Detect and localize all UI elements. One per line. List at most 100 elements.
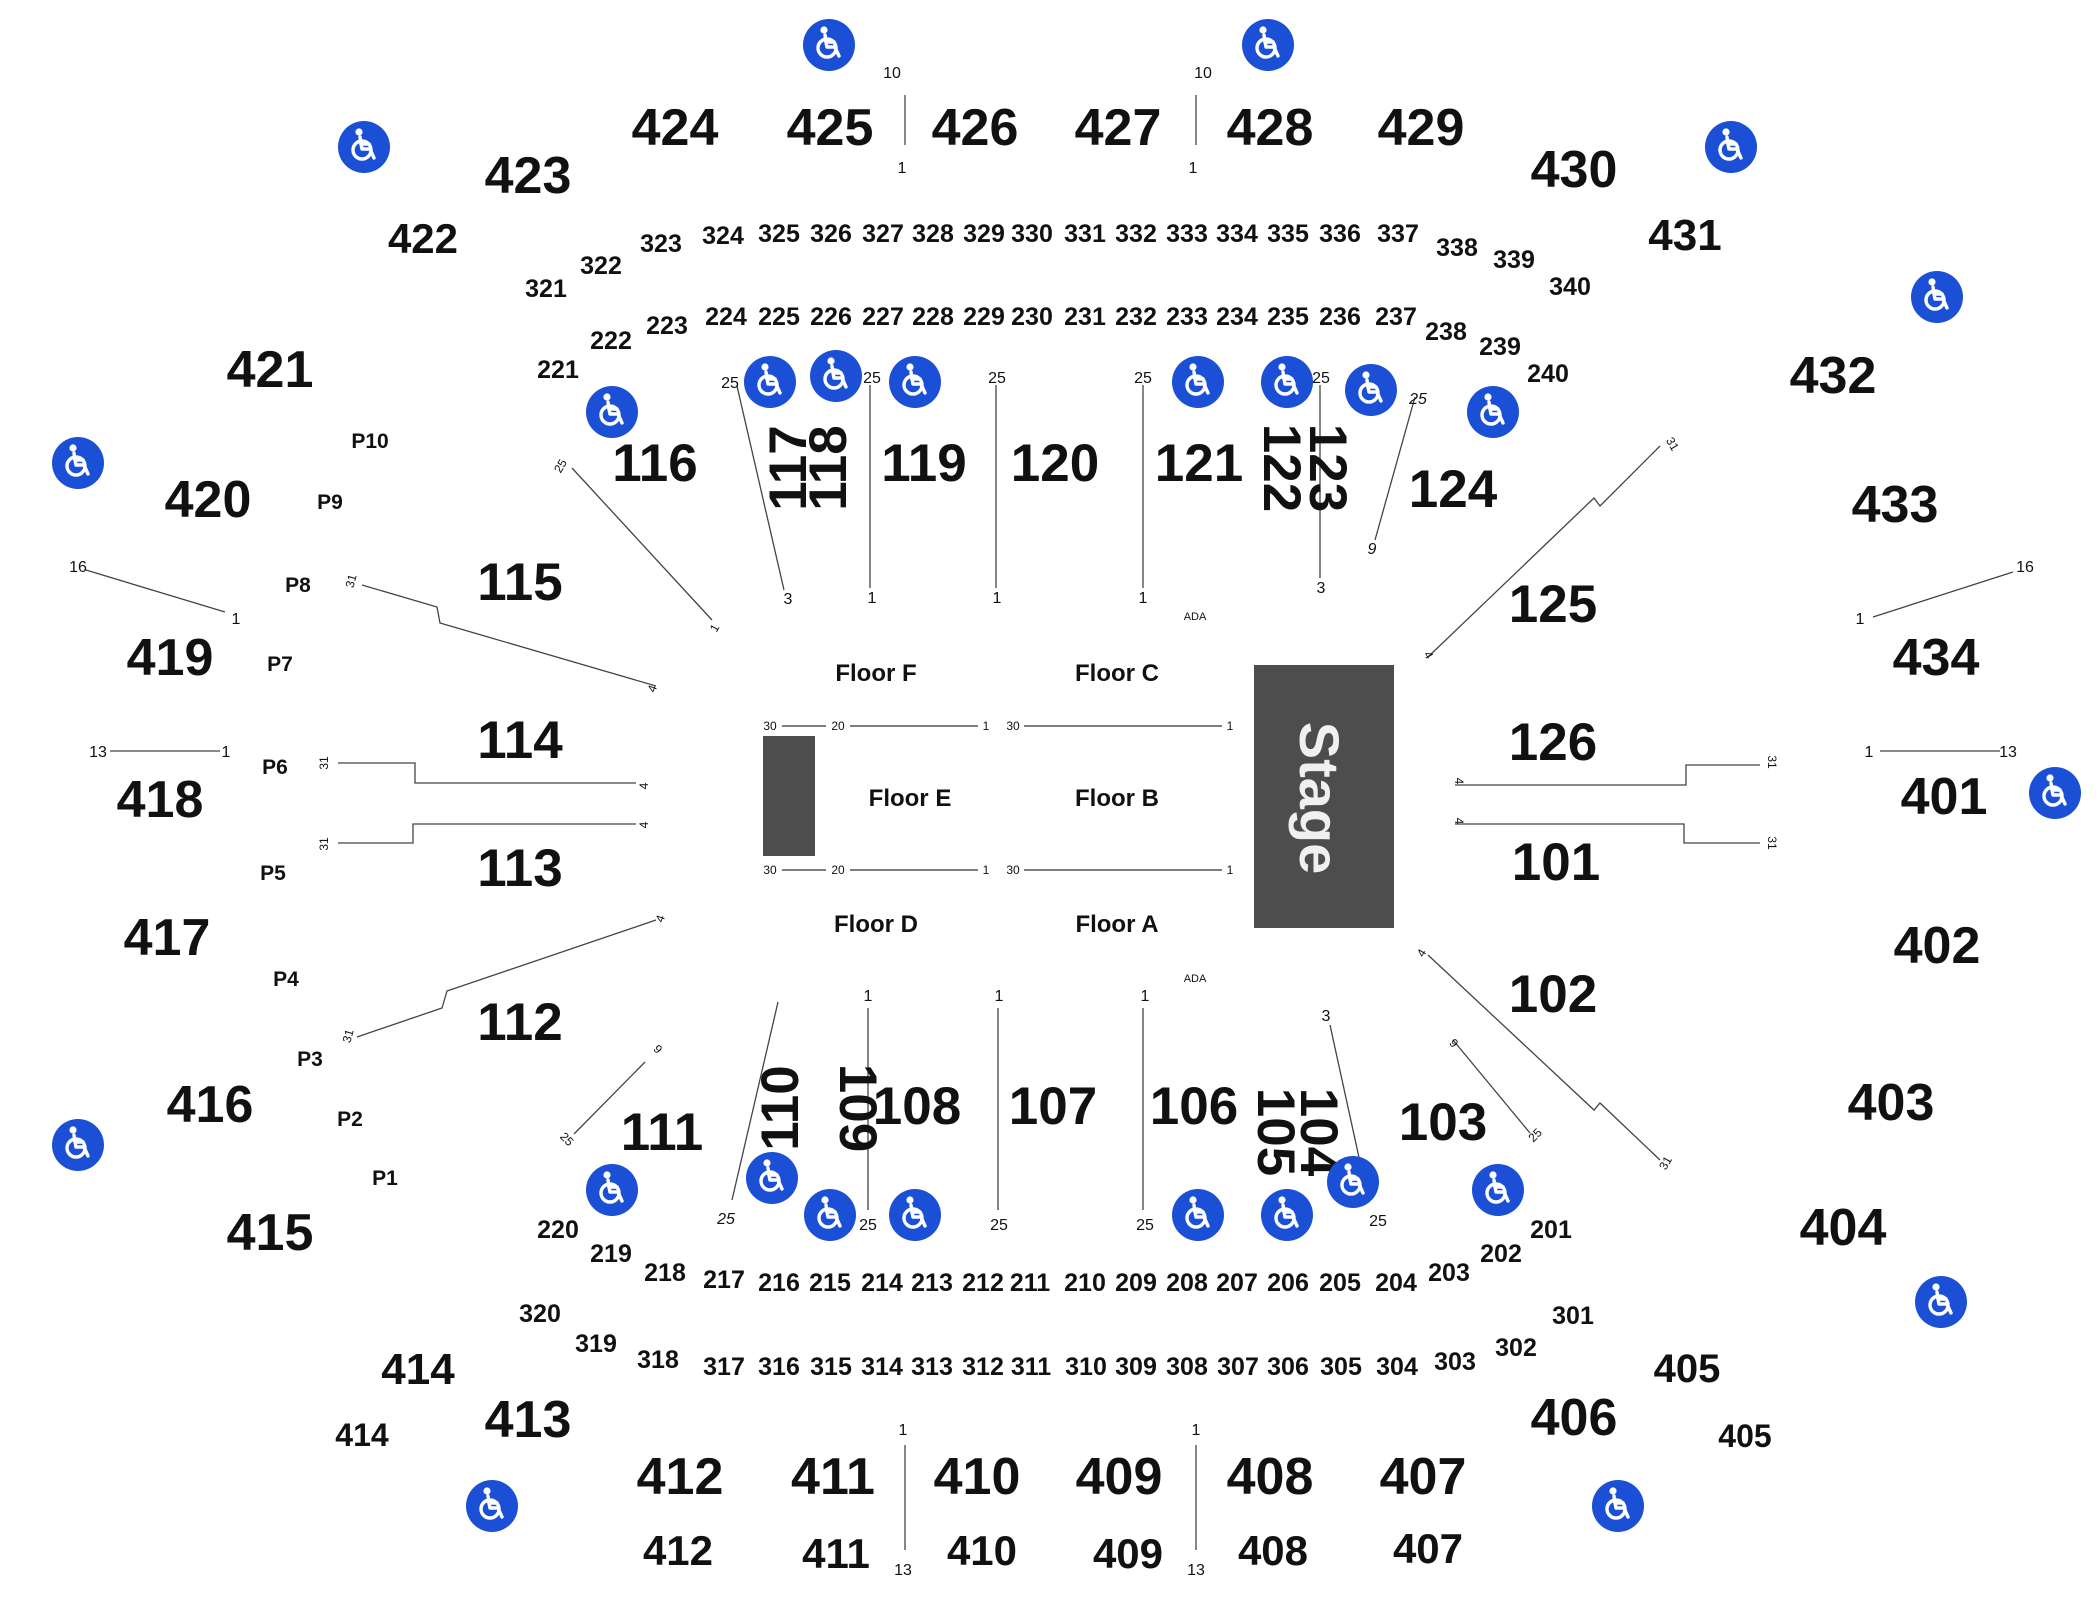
section-215[interactable]: 215 <box>809 1269 851 1297</box>
floor-d[interactable]: Floor D <box>834 911 918 938</box>
section-309[interactable]: 309 <box>1115 1353 1157 1381</box>
section-414[interactable]: 414 <box>381 1345 455 1394</box>
section-318[interactable]: 318 <box>637 1346 679 1374</box>
section-332[interactable]: 332 <box>1115 220 1157 248</box>
wheelchair-accessible-icon[interactable] <box>1909 269 1965 325</box>
section-411[interactable]: 411 <box>791 1448 875 1506</box>
section-203[interactable]: 203 <box>1428 1259 1470 1287</box>
section-101[interactable]: 101 <box>1512 833 1600 892</box>
section-210[interactable]: 210 <box>1064 1269 1106 1297</box>
section-219[interactable]: 219 <box>590 1240 632 1268</box>
section-112[interactable]: 112 <box>477 993 563 1052</box>
section-226[interactable]: 226 <box>810 303 852 331</box>
section-229[interactable]: 229 <box>963 303 1005 331</box>
section-335[interactable]: 335 <box>1267 220 1309 248</box>
section-432[interactable]: 432 <box>1790 347 1877 405</box>
section-408-outer[interactable]: 408 <box>1238 1527 1308 1574</box>
section-416[interactable]: 416 <box>167 1076 254 1134</box>
section-315[interactable]: 315 <box>810 1353 852 1381</box>
section-425[interactable]: 425 <box>787 99 874 157</box>
section-431[interactable]: 431 <box>1648 211 1721 260</box>
section-105[interactable]: 105 <box>1246 1088 1305 1176</box>
parking-p10[interactable]: P10 <box>351 430 388 453</box>
section-204[interactable]: 204 <box>1375 1269 1417 1297</box>
section-109[interactable]: 109 <box>828 1064 887 1152</box>
section-235[interactable]: 235 <box>1267 303 1309 331</box>
section-413[interactable]: 413 <box>485 1391 572 1449</box>
section-311[interactable]: 311 <box>1011 1353 1051 1381</box>
section-412[interactable]: 412 <box>637 1448 724 1506</box>
wheelchair-accessible-icon[interactable] <box>584 1162 640 1218</box>
section-340[interactable]: 340 <box>1549 273 1591 301</box>
section-420[interactable]: 420 <box>165 471 252 529</box>
section-212[interactable]: 212 <box>962 1269 1004 1297</box>
section-409-outer[interactable]: 409 <box>1093 1530 1163 1577</box>
section-302[interactable]: 302 <box>1495 1334 1537 1362</box>
section-221[interactable]: 221 <box>537 356 579 384</box>
section-326[interactable]: 326 <box>810 220 852 248</box>
section-206[interactable]: 206 <box>1267 1269 1309 1297</box>
wheelchair-accessible-icon[interactable] <box>2027 765 2083 821</box>
section-405[interactable]: 405 <box>1654 1347 1721 1391</box>
section-406[interactable]: 406 <box>1531 1389 1618 1447</box>
parking-p3[interactable]: P3 <box>297 1048 323 1071</box>
wheelchair-accessible-icon[interactable] <box>1343 362 1399 418</box>
wheelchair-accessible-icon[interactable] <box>1259 1187 1315 1243</box>
wheelchair-accessible-icon[interactable] <box>1465 384 1521 440</box>
section-424[interactable]: 424 <box>632 99 719 157</box>
wheelchair-accessible-icon[interactable] <box>1590 1478 1646 1534</box>
section-304[interactable]: 304 <box>1376 1353 1418 1381</box>
section-327[interactable]: 327 <box>862 220 904 248</box>
section-239[interactable]: 239 <box>1479 333 1521 361</box>
section-218[interactable]: 218 <box>644 1259 686 1287</box>
section-339[interactable]: 339 <box>1493 246 1535 274</box>
wheelchair-accessible-icon[interactable] <box>1259 354 1315 410</box>
section-240[interactable]: 240 <box>1527 360 1569 388</box>
wheelchair-accessible-icon[interactable] <box>1170 1187 1226 1243</box>
section-124[interactable]: 124 <box>1409 460 1498 519</box>
section-419[interactable]: 419 <box>127 629 214 687</box>
section-208[interactable]: 208 <box>1166 1269 1208 1297</box>
section-312[interactable]: 312 <box>962 1353 1004 1381</box>
section-106[interactable]: 106 <box>1150 1077 1238 1136</box>
section-123[interactable]: 123 <box>1298 424 1357 512</box>
section-306[interactable]: 306 <box>1267 1353 1309 1381</box>
section-404[interactable]: 404 <box>1800 1199 1887 1257</box>
section-301[interactable]: 301 <box>1552 1302 1594 1330</box>
section-417[interactable]: 417 <box>124 909 211 967</box>
section-308[interactable]: 308 <box>1166 1353 1208 1381</box>
section-113[interactable]: 113 <box>477 839 563 898</box>
section-227[interactable]: 227 <box>862 303 904 331</box>
section-322[interactable]: 322 <box>580 252 622 280</box>
section-415[interactable]: 415 <box>227 1204 314 1262</box>
floor-b[interactable]: Floor B <box>1075 785 1159 812</box>
wheelchair-accessible-icon[interactable] <box>887 1187 943 1243</box>
wheelchair-accessible-icon[interactable] <box>50 435 106 491</box>
section-422[interactable]: 422 <box>388 215 458 262</box>
section-427[interactable]: 427 <box>1075 99 1162 157</box>
section-434[interactable]: 434 <box>1893 629 1980 687</box>
section-231[interactable]: 231 <box>1064 303 1106 331</box>
section-418[interactable]: 418 <box>117 771 204 829</box>
section-314[interactable]: 314 <box>861 1353 903 1381</box>
section-330[interactable]: 330 <box>1011 220 1053 248</box>
section-336[interactable]: 336 <box>1319 220 1361 248</box>
section-433[interactable]: 433 <box>1852 476 1939 534</box>
wheelchair-accessible-icon[interactable] <box>1470 1162 1526 1218</box>
floor-c[interactable]: Floor C <box>1075 660 1159 687</box>
wheelchair-accessible-icon[interactable] <box>742 354 798 410</box>
section-225[interactable]: 225 <box>758 303 800 331</box>
section-334[interactable]: 334 <box>1216 220 1258 248</box>
floor-f[interactable]: Floor F <box>835 660 916 687</box>
section-216[interactable]: 216 <box>758 1269 800 1297</box>
section-423[interactable]: 423 <box>485 147 572 205</box>
section-317[interactable]: 317 <box>703 1353 745 1381</box>
section-333[interactable]: 333 <box>1166 220 1208 248</box>
section-323[interactable]: 323 <box>640 230 682 258</box>
section-303[interactable]: 303 <box>1434 1348 1476 1376</box>
section-228[interactable]: 228 <box>912 303 954 331</box>
section-329[interactable]: 329 <box>963 220 1005 248</box>
section-223[interactable]: 223 <box>646 312 688 340</box>
section-401[interactable]: 401 <box>1901 768 1988 826</box>
section-407-outer[interactable]: 407 <box>1393 1525 1463 1572</box>
